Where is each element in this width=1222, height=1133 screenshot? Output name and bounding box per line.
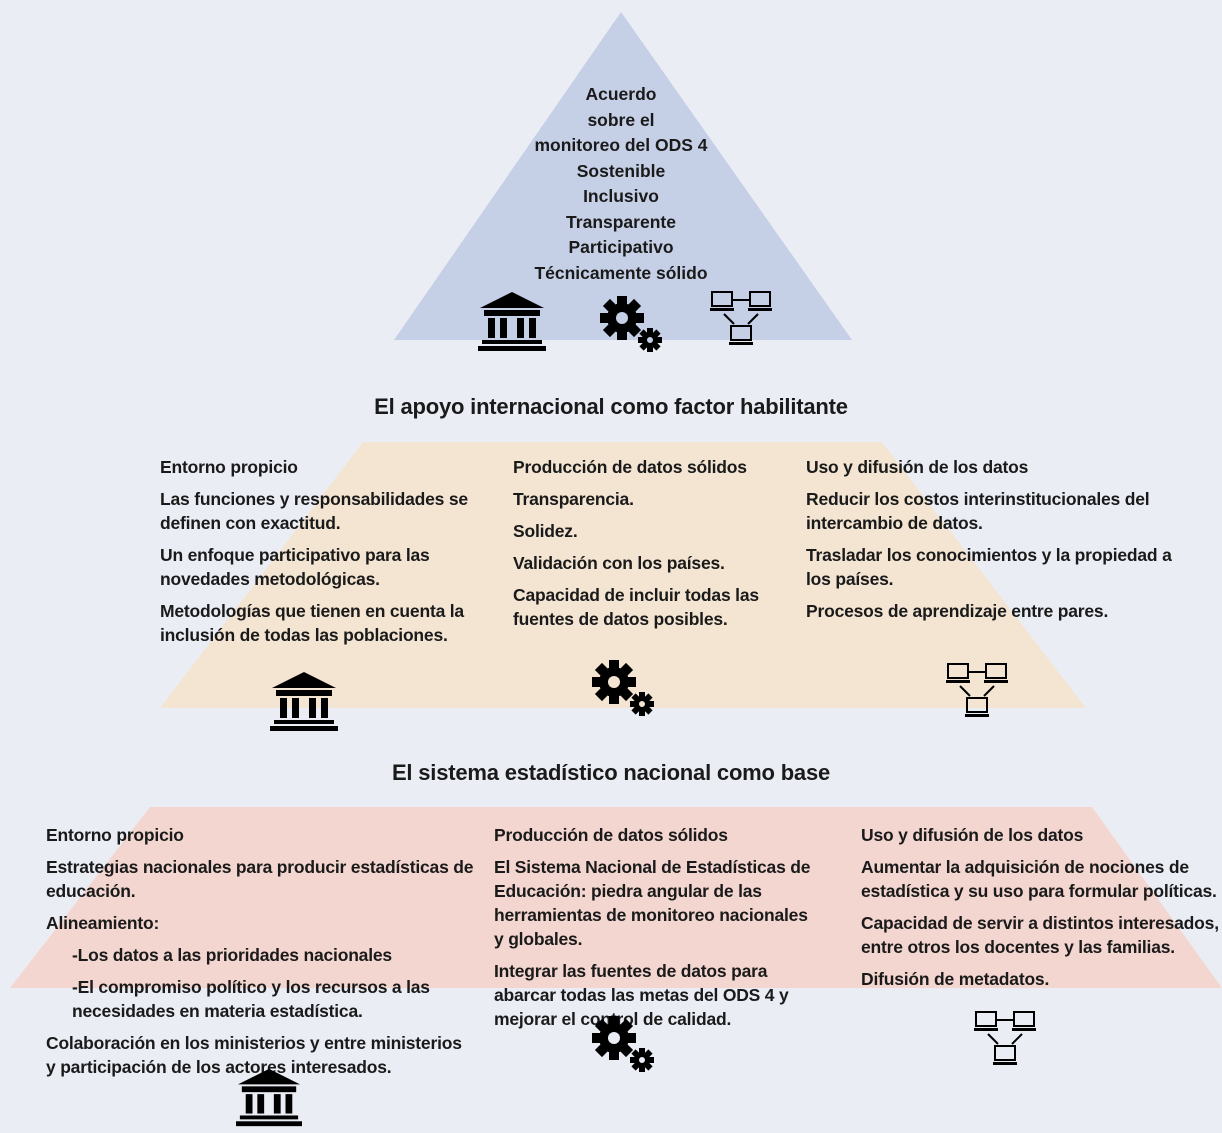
top-tier-text: Acuerdo sobre el monitoreo del ODS 4 Sos… xyxy=(490,82,752,286)
list-item: Procesos de aprendizaje entre pares. xyxy=(806,601,1109,621)
middle-title: El apoyo internacional como factor habil… xyxy=(374,394,848,419)
list-item: Trasladar los conocimientos y la propied… xyxy=(806,545,1172,589)
bottom-tier xyxy=(10,807,1222,988)
top-item: Inclusivo xyxy=(583,186,659,206)
gears-icon xyxy=(592,660,654,716)
top-bold-line: sobre el xyxy=(587,109,655,130)
institution-icon xyxy=(270,672,338,731)
list-item: Metodologías que tienen en cuenta la inc… xyxy=(160,601,464,645)
sub-item: -El compromiso político y los recursos a… xyxy=(72,977,430,1021)
list-item: Transparencia. xyxy=(513,489,634,509)
middle-col-data-production: Producción de datos sólidos Transparenci… xyxy=(513,455,783,639)
network-icon xyxy=(946,663,1008,717)
institution-icon xyxy=(236,1068,302,1127)
network-icon xyxy=(974,1011,1036,1065)
top-item: Sostenible xyxy=(576,160,666,181)
gears-icon xyxy=(592,1016,654,1072)
list-item: Colaboración en los ministerios y entre … xyxy=(46,1033,462,1077)
list-item: Un enfoque participativo para las noveda… xyxy=(160,545,430,589)
list-item: Validación con los países. xyxy=(513,553,725,573)
column-heading: Uso y difusión de los datos xyxy=(861,825,1084,845)
list-item: El Sistema Nacional de Estadísticas de E… xyxy=(494,857,811,949)
list-item: Solidez. xyxy=(513,521,578,541)
list-item: Difusión de metadatos. xyxy=(861,969,1050,989)
top-bold-line: monitoreo del ODS 4 xyxy=(534,135,708,155)
column-heading: Producción de datos sólidos xyxy=(513,457,747,477)
middle-tier xyxy=(160,442,1086,708)
top-item: Técnicamente sólido xyxy=(534,262,708,283)
bottom-col-data-production: Producción de datos sólidos El Sistema N… xyxy=(494,823,819,1039)
list-item: Alineamiento: xyxy=(46,913,160,933)
bottom-title: El sistema estadístico nacional como bas… xyxy=(391,760,831,785)
list-item: Capacidad de incluir todas las fuentes d… xyxy=(513,585,759,629)
top-item: Transparente xyxy=(566,211,676,232)
gears-icon xyxy=(600,296,662,352)
middle-col-data-use: Uso y difusión de los datos Reducir los … xyxy=(806,455,1176,631)
institution-icon xyxy=(478,292,546,351)
list-item: Estrategias nacionales para producir est… xyxy=(46,857,474,901)
list-item: Reducir los costos interinstitucionales … xyxy=(806,489,1150,533)
bottom-col-enabling-environment: Entorno propicio Estrategias nacionales … xyxy=(46,823,474,1087)
list-item: Capacidad de servir a distintos interesa… xyxy=(861,913,1219,957)
column-heading: Entorno propicio xyxy=(46,825,184,845)
list-item: Las funciones y responsabilidades se def… xyxy=(160,489,468,533)
middle-col-enabling-environment: Entorno propicio Las funciones y respons… xyxy=(160,455,490,655)
sub-item: -Los datos a las prioridades nacionales xyxy=(72,945,392,965)
column-heading: Uso y difusión de los datos xyxy=(806,457,1029,477)
list-item: Aumentar la adquisición de nociones de e… xyxy=(861,857,1217,901)
column-heading: Producción de datos sólidos xyxy=(494,825,728,845)
top-tier xyxy=(394,12,852,340)
top-bold-line: Acuerdo xyxy=(585,84,657,104)
top-item: Participativo xyxy=(568,237,674,257)
network-icon xyxy=(710,291,772,345)
bottom-col-data-use: Uso y difusión de los datos Aumentar la … xyxy=(861,823,1221,999)
column-heading: Entorno propicio xyxy=(160,457,298,477)
